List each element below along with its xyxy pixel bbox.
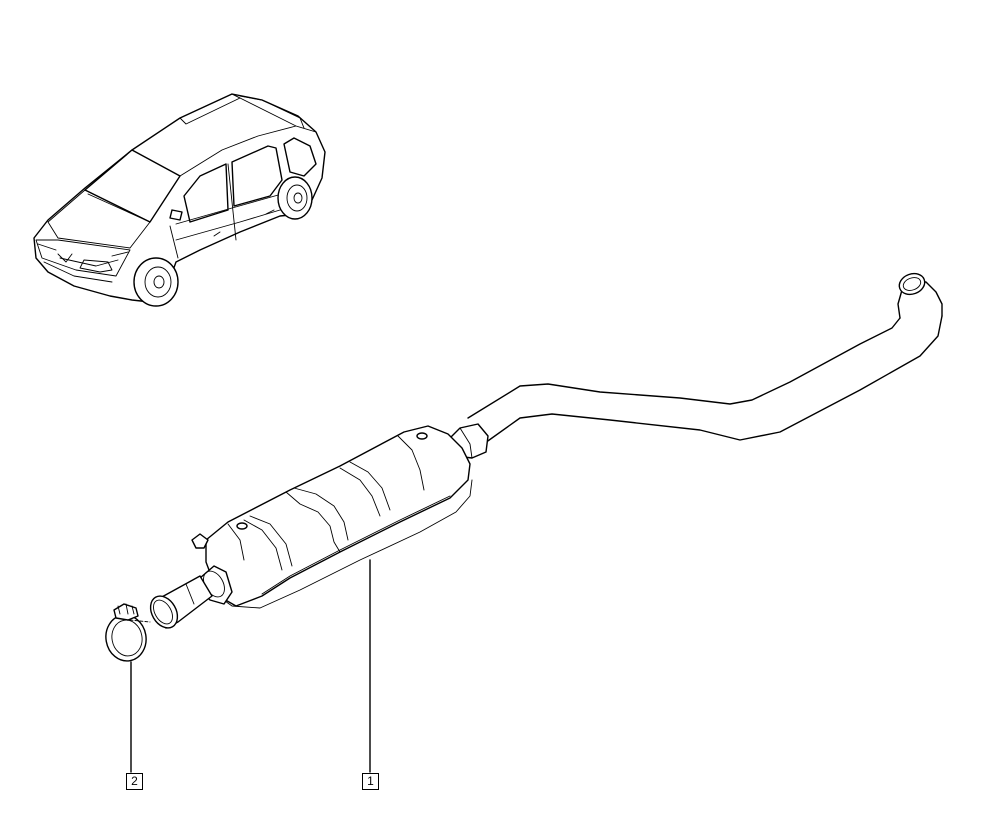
- catalytic-converter: [191, 423, 489, 609]
- car-rear-door-window: [231, 145, 283, 207]
- car-hood: [47, 189, 151, 249]
- catalytic-converter-shell: [205, 425, 471, 607]
- exhaust-rear-pipe: [467, 272, 943, 449]
- car-front-wheel: [133, 257, 179, 307]
- car-quarter-window: [283, 137, 317, 177]
- exhaust-front-pipe-stub: [149, 575, 213, 629]
- exhaust-clamp: [105, 603, 151, 662]
- vehicle-locator-illustration: [33, 93, 326, 307]
- car-rear-wheel: [277, 176, 313, 220]
- callout-part-1[interactable]: 1: [362, 773, 379, 790]
- callout-part-2[interactable]: 2: [126, 773, 143, 790]
- car-front-door-window: [183, 163, 229, 223]
- car-front-bumper: [35, 239, 131, 277]
